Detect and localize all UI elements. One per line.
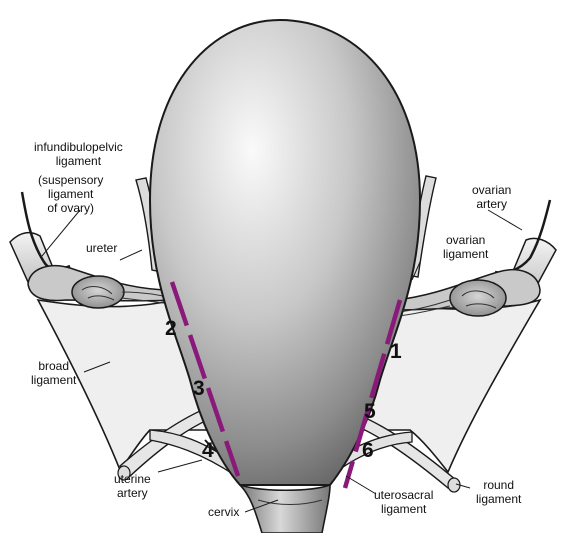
- label-round-ligament: round ligament: [476, 478, 521, 506]
- right-ovary: [450, 280, 506, 316]
- label-infundibulopelvic-ligament: infundibulopelvic ligament: [34, 140, 123, 168]
- label-uterosacral-ligament: uterosacral ligament: [374, 488, 433, 516]
- label-broad-ligament: broad ligament: [31, 359, 76, 387]
- cut-number-2: 2: [165, 318, 177, 339]
- label-ureter: ureter: [86, 241, 117, 255]
- label-ovarian-ligament: ovarian ligament: [443, 233, 488, 261]
- cut-number-3: 3: [193, 378, 205, 399]
- cut-number-6: 6: [362, 440, 374, 461]
- cut-number-5: 5: [364, 401, 376, 422]
- left-ovary: [72, 276, 124, 308]
- label-cervix: cervix: [208, 505, 239, 519]
- label-suspensory-ligament: (suspensory ligament of ovary): [38, 173, 103, 215]
- cut-number-4: 4: [202, 440, 214, 461]
- cut-number-1: 1: [390, 341, 402, 362]
- label-ovarian-artery: ovarian artery: [472, 183, 511, 211]
- label-uterine-artery: uterine artery: [114, 472, 151, 500]
